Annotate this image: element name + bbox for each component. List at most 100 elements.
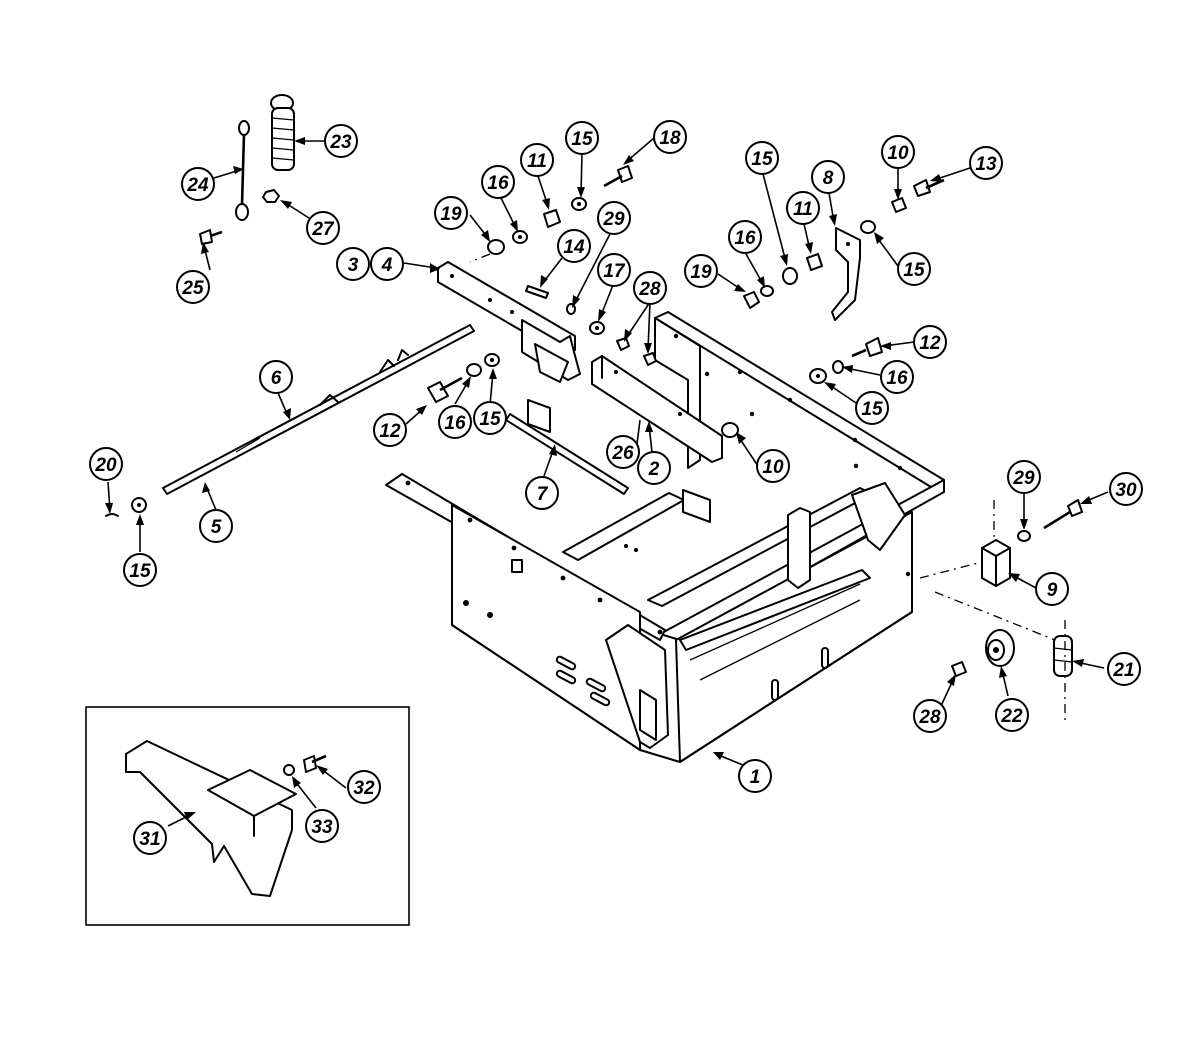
callout-14: 14	[557, 229, 591, 263]
callout-18-label: 18	[659, 128, 681, 149]
callout-16d: 16	[880, 360, 914, 394]
callout-19a: 19	[434, 196, 468, 230]
bolt-30	[1043, 499, 1083, 530]
callout-3: 3	[336, 247, 370, 281]
callout-9: 9	[1035, 572, 1069, 606]
nut-19a	[487, 239, 505, 255]
nut-19b	[743, 291, 760, 309]
spacer-21	[1053, 635, 1073, 677]
callout-10b: 10	[756, 449, 790, 483]
callout-30-label: 30	[1115, 480, 1137, 501]
callout-15d-label: 15	[903, 260, 925, 281]
inset-frame	[85, 706, 410, 926]
callout-6-label: 6	[271, 368, 282, 389]
callout-33: 33	[305, 809, 339, 843]
callout-5: 5	[199, 509, 233, 543]
callout-31-label: 31	[139, 829, 160, 850]
callout-25: 25	[176, 270, 210, 304]
block-9	[981, 539, 1011, 587]
callout-15e: 15	[855, 391, 889, 425]
callout-15c-label: 15	[479, 409, 501, 430]
callout-29a-label: 29	[602, 209, 625, 230]
callout-15a: 15	[565, 121, 599, 155]
callout-15a-label: 15	[571, 129, 593, 150]
callout-19b-label: 19	[690, 262, 712, 283]
spring-part	[270, 94, 295, 171]
mounting-bracket-part	[437, 261, 581, 383]
leader-arrows	[105, 137, 1109, 827]
callout-20-label: 20	[94, 455, 117, 476]
callout-1: 1	[738, 759, 772, 793]
callout-10a-label: 10	[887, 143, 909, 164]
bolt-13	[913, 178, 945, 197]
callout-15b-label: 15	[751, 149, 773, 170]
main-frame-part	[385, 311, 945, 763]
washer-15c	[782, 267, 798, 285]
callout-9-label: 9	[1047, 580, 1058, 601]
callout-31: 31	[133, 821, 167, 855]
washer-16a	[512, 230, 528, 244]
washer-16d	[832, 360, 844, 374]
nut-33	[283, 764, 295, 776]
nut-28a	[616, 337, 657, 366]
callout-12b-label: 12	[919, 333, 941, 354]
washer-17	[589, 321, 605, 335]
callout-29b-label: 29	[1012, 468, 1035, 489]
callout-29b: 29	[1007, 460, 1041, 494]
callout-10a: 10	[881, 135, 915, 169]
callout-6: 6	[259, 360, 293, 394]
callout-13-label: 13	[975, 154, 997, 175]
callout-21: 21	[1107, 652, 1141, 686]
l-bracket-part	[831, 227, 861, 321]
bolt-12b	[851, 337, 883, 358]
callout-25-label: 25	[181, 278, 204, 299]
callout-8: 8	[811, 160, 845, 194]
callout-28b: 28	[913, 699, 947, 733]
shaft-rod-part	[162, 324, 475, 495]
callout-17-label: 17	[603, 261, 626, 282]
callout-23-label: 23	[329, 132, 352, 153]
bushing-11b	[806, 253, 823, 271]
callout-13: 13	[969, 146, 1003, 180]
centerlines	[469, 253, 1066, 720]
callout-4: 4	[370, 247, 404, 281]
callout-15f-label: 15	[129, 561, 151, 582]
callout-10b-label: 10	[762, 457, 784, 478]
callout-7: 7	[525, 476, 559, 510]
screw-25	[199, 229, 223, 245]
callout-29a: 29	[597, 201, 631, 235]
callout-5-label: 5	[211, 517, 222, 538]
callout-32-label: 32	[353, 778, 375, 799]
callout-24: 24	[181, 167, 215, 201]
callout-7-label: 7	[537, 484, 549, 505]
bolt-12a	[427, 376, 463, 403]
plate-rod-part	[505, 399, 629, 495]
callout-11b-label: 11	[793, 199, 813, 220]
callout-16a: 16	[481, 165, 515, 199]
bushing-11a	[543, 209, 561, 228]
callout-3-label: 3	[348, 255, 359, 276]
callout-16b-label: 16	[444, 413, 466, 434]
nut-28b	[951, 661, 967, 677]
callout-22-label: 22	[1000, 706, 1023, 727]
callout-11a: 11	[520, 143, 554, 177]
callout-2: 2	[637, 451, 671, 485]
callout-19b: 19	[684, 254, 718, 288]
clip-20	[105, 513, 119, 517]
bolt-18	[603, 165, 633, 188]
washer-15a	[571, 197, 587, 211]
callout-12a: 12	[373, 413, 407, 447]
callout-28a-label: 28	[638, 279, 661, 300]
washer-15e	[809, 368, 827, 384]
callout-27-label: 27	[311, 219, 335, 240]
callout-16c-label: 16	[734, 228, 756, 249]
callout-12a-label: 12	[379, 421, 401, 442]
callout-28a: 28	[633, 271, 667, 305]
nut-10b	[721, 422, 739, 438]
callout-32: 32	[347, 770, 381, 804]
callout-16a-label: 16	[487, 173, 509, 194]
callout-33-label: 33	[311, 817, 333, 838]
callout-15f: 15	[123, 553, 157, 587]
callout-22: 22	[995, 698, 1029, 732]
